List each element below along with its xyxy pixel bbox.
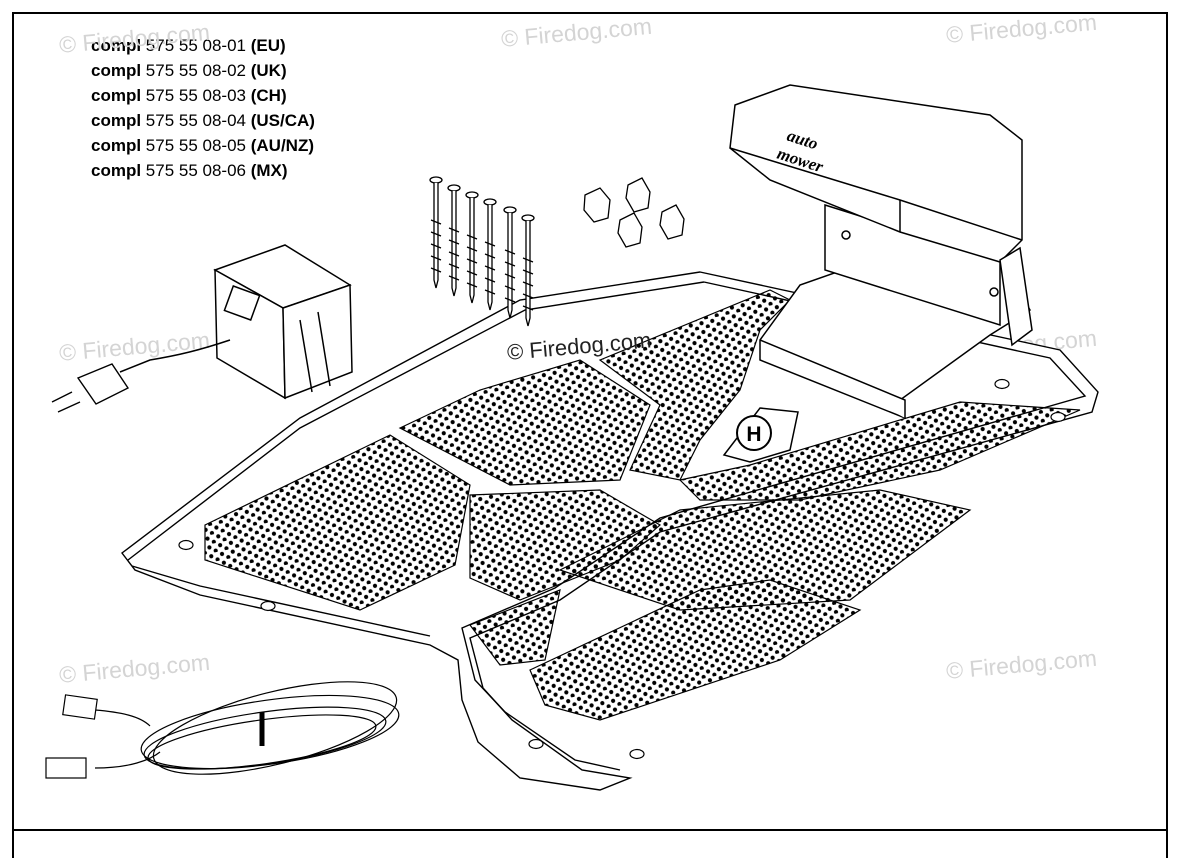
boundary-pegs (429, 176, 535, 327)
bottom-divider (12, 829, 1168, 831)
part-region: (CH) (250, 86, 287, 105)
parts-list: compl 575 55 08-01 (EU) compl 575 55 08-… (91, 33, 315, 183)
part-entry: compl 575 55 08-02 (UK) (91, 58, 315, 83)
diagram-frame (12, 12, 1168, 858)
part-region: (UK) (250, 61, 287, 80)
part-number: 575 55 08-02 (145, 61, 246, 80)
part-number: 575 55 08-03 (145, 86, 246, 105)
part-entry: compl 575 55 08-06 (MX) (91, 158, 315, 183)
part-keyword: compl (91, 86, 142, 105)
part-entry: compl 575 55 08-01 (EU) (91, 33, 315, 58)
part-keyword: compl (91, 161, 142, 180)
part-entry: compl 575 55 08-05 (AU/NZ) (91, 133, 315, 158)
part-keyword: compl (91, 36, 142, 55)
part-number: 575 55 08-04 (145, 111, 246, 130)
part-entry: compl 575 55 08-04 (US/CA) (91, 108, 315, 133)
low-voltage-cable (45, 681, 400, 779)
power-supply (119, 244, 353, 400)
part-number: 575 55 08-05 (145, 136, 246, 155)
brand-emblem-letter: H (746, 423, 761, 446)
plate-screw-holes (178, 378, 1066, 760)
part-entry: compl 575 55 08-03 (CH) (91, 83, 315, 108)
wire-connectors (583, 177, 685, 248)
part-region: (US/CA) (250, 111, 315, 130)
part-keyword: compl (91, 61, 142, 80)
part-region: (EU) (250, 36, 286, 55)
part-keyword: compl (91, 111, 142, 130)
part-number: 575 55 08-06 (145, 161, 246, 180)
part-region: (MX) (250, 161, 288, 180)
part-keyword: compl (91, 136, 142, 155)
plug-icon (51, 363, 130, 413)
part-region: (AU/NZ) (250, 136, 314, 155)
charging-station (722, 84, 1033, 463)
brand-emblem-icon: H (736, 415, 772, 451)
plate-perforated-area (204, 289, 1081, 721)
part-number: 575 55 08-01 (145, 36, 246, 55)
